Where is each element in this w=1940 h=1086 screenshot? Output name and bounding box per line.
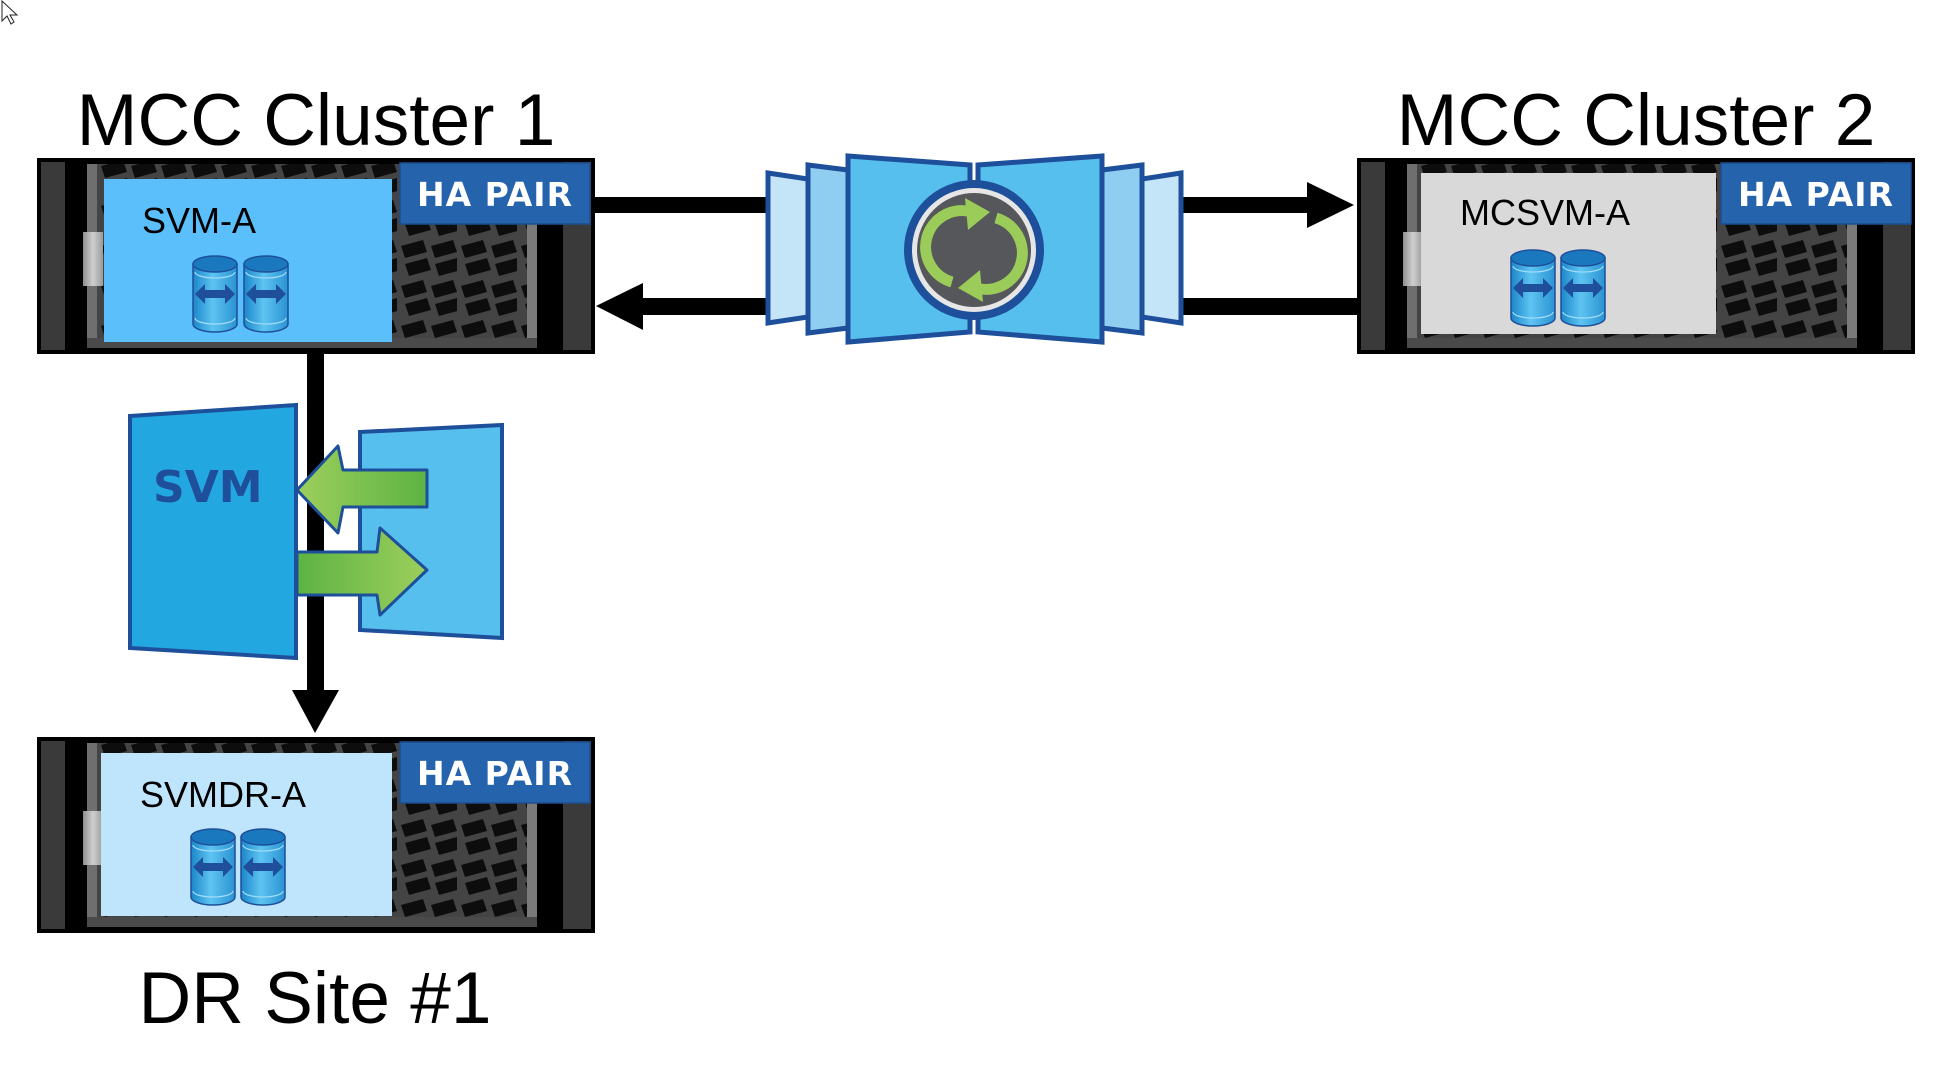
- connector-cluster2-to-cluster1: [596, 283, 1357, 330]
- svmdr-a-box[interactable]: SVMDR-A: [101, 753, 392, 916]
- mcsvm-a-label: MCSVM-A: [1460, 192, 1630, 233]
- arrowhead-down-icon: [292, 690, 339, 733]
- connector-cluster1-to-cluster2: [595, 182, 1354, 228]
- metrocluster-sync-icon: [765, 153, 1184, 345]
- cluster-1-title: MCC Cluster 1: [77, 80, 556, 161]
- dr-site-ha-badge: HA PAIR: [399, 741, 591, 804]
- ha-pair-label: HA PAIR: [417, 754, 573, 793]
- arrow-right-icon: [295, 526, 429, 617]
- sync-arrows-icon: [920, 205, 1028, 295]
- cluster-2-title: MCC Cluster 2: [1397, 80, 1876, 161]
- mouse-cursor-icon: [1, 0, 19, 25]
- ha-pair-label: HA PAIR: [1738, 175, 1894, 214]
- svm-a-label: SVM-A: [142, 200, 256, 241]
- mcsvm-a-box[interactable]: MCSVM-A: [1421, 173, 1716, 334]
- arrowhead-left-icon: [596, 283, 643, 330]
- cluster-2: MCC Cluster 2 HA PAIR MCSVM-A: [1357, 80, 1915, 354]
- arrow-left-icon: [295, 444, 429, 535]
- ha-pair-label: HA PAIR: [417, 175, 573, 214]
- cluster-2-ha-badge: HA PAIR: [1720, 162, 1912, 225]
- cluster-1: MCC Cluster 1 HA PAIR SVM-A: [37, 80, 595, 354]
- svmdr-a-label: SVMDR-A: [140, 774, 306, 815]
- svm-a-box[interactable]: SVM-A: [104, 179, 392, 342]
- svm-migrate-icon: SVM: [128, 402, 504, 661]
- cluster-1-ha-badge: HA PAIR: [399, 162, 591, 225]
- arrowhead-right-icon: [1307, 182, 1354, 228]
- dr-site-title: DR Site #1: [139, 958, 492, 1039]
- svm-icon-label: SVM: [153, 462, 263, 513]
- dr-site-1: HA PAIR SVMDR-A DR Site #1: [37, 737, 595, 1039]
